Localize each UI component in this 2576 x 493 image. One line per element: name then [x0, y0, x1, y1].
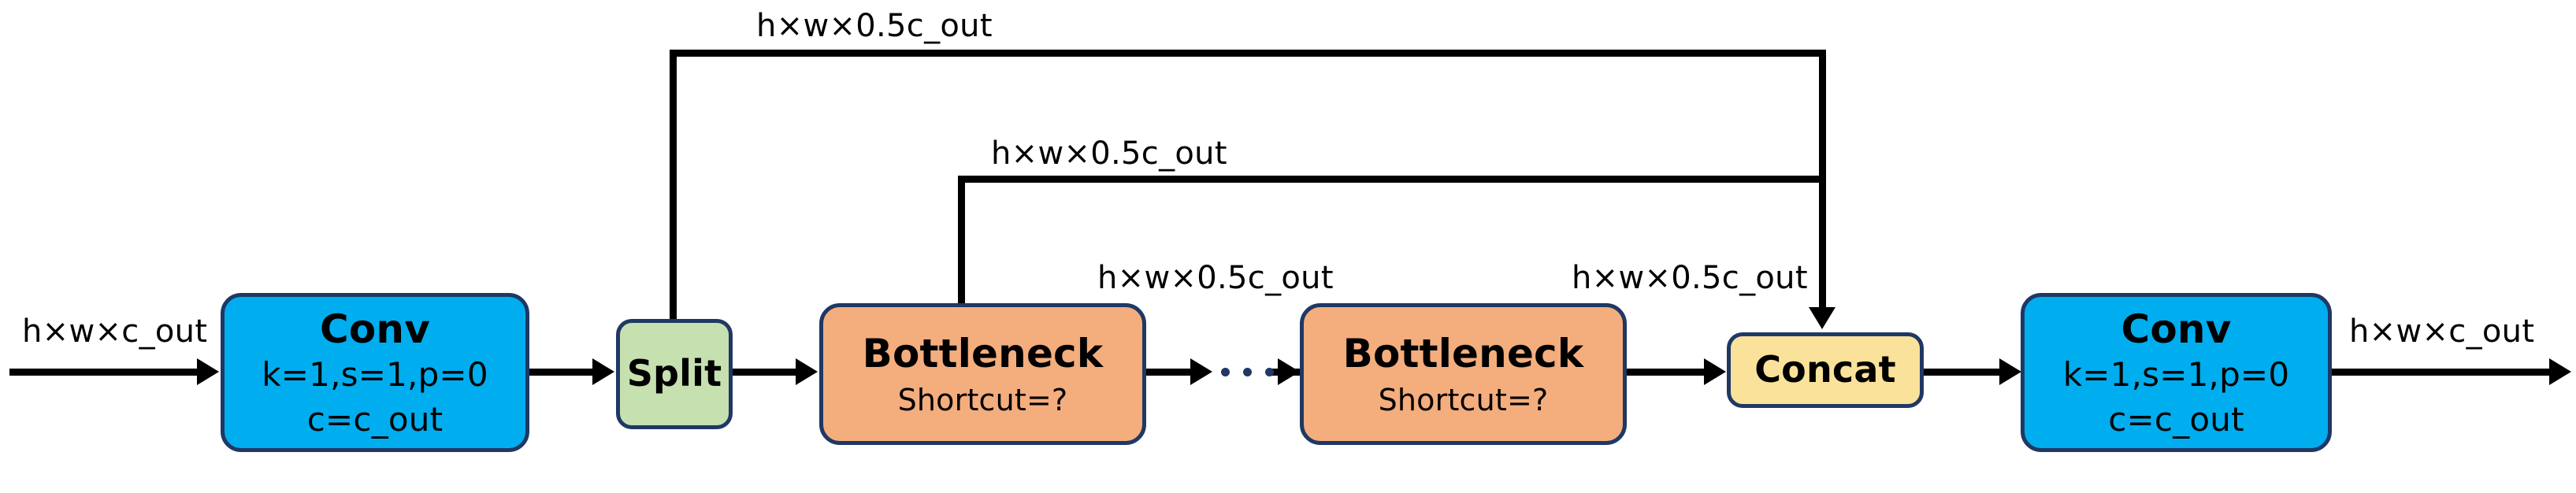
edge-label-split-branch: h×w×0.5c_out	[756, 8, 993, 44]
arrowhead-into-concat	[1809, 307, 1835, 329]
node-concat[interactable]: Concat	[1727, 332, 1924, 408]
arrowhead-into-conv-out	[1999, 358, 2021, 385]
node-subtitle-channels: c=c_out	[2108, 400, 2244, 439]
node-subtitle-params: k=1,s=1,p=0	[2062, 354, 2290, 394]
edge-label-bottleneck1-branch: h×w×0.5c_out	[991, 135, 1227, 172]
node-subtitle-shortcut: Shortcut=?	[1378, 382, 1549, 417]
ellipsis-dot	[1243, 368, 1252, 376]
node-title: Bottleneck	[862, 330, 1104, 376]
node-subtitle-shortcut: Shortcut=?	[897, 382, 1068, 417]
edge-conv-in-to-split	[529, 369, 594, 376]
edge-split-to-bottleneck1	[733, 369, 797, 376]
edge-bottleneck1-to-ellipsis	[1146, 369, 1192, 376]
edge-label-input: h×w×c_out	[22, 313, 208, 350]
node-title: Concat	[1754, 348, 1896, 391]
node-title: Split	[626, 352, 722, 395]
edge-label-output: h×w×c_out	[2349, 313, 2535, 350]
arrowhead-into-conv-in	[197, 358, 219, 385]
arrowhead-into-bottleneck2	[1278, 358, 1300, 385]
node-conv-output[interactable]: Conv k=1,s=1,p=0 c=c_out	[2021, 293, 2332, 452]
ellipsis-dot	[1265, 368, 1274, 376]
edge-label-between-bottlenecks: h×w×0.5c_out	[1097, 260, 1334, 296]
edge-split-branch-riser	[670, 50, 677, 324]
arrowhead-into-split	[592, 358, 614, 385]
edge-label-bottleneck2-to-concat: h×w×0.5c_out	[1572, 260, 1808, 296]
node-title: Conv	[2121, 306, 2232, 352]
arrowhead-ellipsis-left	[1190, 358, 1212, 385]
edge-input-to-conv-in	[9, 369, 199, 376]
node-subtitle-params: k=1,s=1,p=0	[262, 354, 488, 394]
node-title: Conv	[319, 306, 431, 352]
edge-bottleneck2-to-concat	[1627, 369, 1706, 376]
edge-split-to-concat-horizontal	[670, 50, 1826, 57]
arrowhead-output	[2549, 358, 2571, 385]
node-conv-input[interactable]: Conv k=1,s=1,p=0 c=c_out	[221, 293, 529, 452]
node-bottleneck-2[interactable]: Bottleneck Shortcut=?	[1300, 303, 1627, 445]
ellipsis-dot	[1221, 368, 1230, 376]
node-split[interactable]: Split	[616, 319, 733, 429]
edge-conv-out-to-output	[2332, 369, 2552, 376]
arrowhead-into-concat-left	[1704, 358, 1726, 385]
edge-bottleneck1-to-concat-horizontal	[958, 176, 1826, 183]
ellipsis-dots	[1221, 368, 1274, 376]
node-subtitle-channels: c=c_out	[306, 400, 444, 439]
arrowhead-into-bottleneck1	[796, 358, 818, 385]
edge-concat-descent	[1819, 50, 1826, 310]
node-bottleneck-1[interactable]: Bottleneck Shortcut=?	[819, 303, 1146, 445]
edge-concat-to-conv-out	[1924, 369, 2001, 376]
edge-bottleneck1-branch-riser	[958, 176, 965, 308]
node-title: Bottleneck	[1342, 330, 1584, 376]
